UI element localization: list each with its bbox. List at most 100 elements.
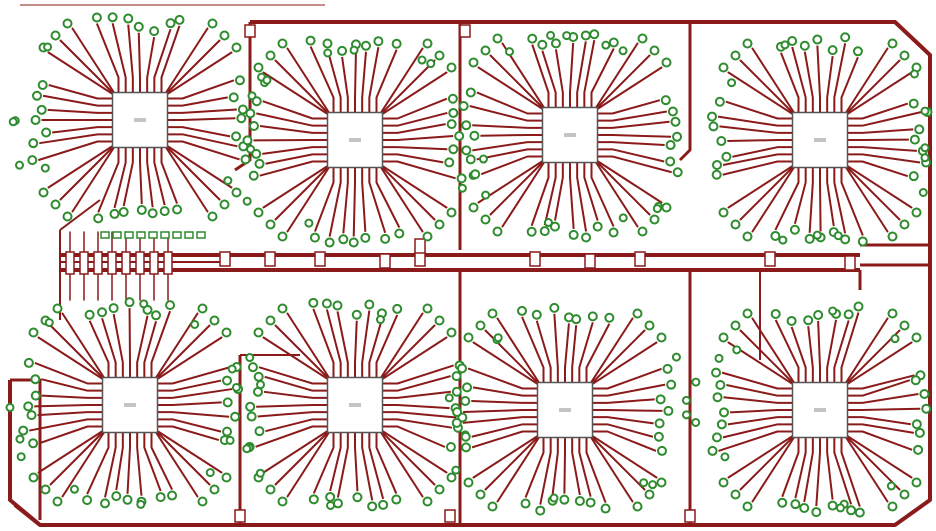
pad xyxy=(36,104,47,115)
trace xyxy=(101,317,117,378)
trace xyxy=(571,325,578,383)
ic-chip xyxy=(101,376,159,434)
trace xyxy=(803,51,814,113)
trace xyxy=(587,432,658,479)
trace xyxy=(375,167,401,228)
pad xyxy=(253,327,264,338)
pad xyxy=(209,315,220,326)
component-pad xyxy=(93,251,103,275)
trace xyxy=(47,51,118,98)
trace xyxy=(842,47,889,118)
pad xyxy=(426,59,436,69)
pad xyxy=(248,170,259,181)
pad xyxy=(360,232,371,243)
pad xyxy=(254,158,265,169)
ic-chip xyxy=(326,376,384,434)
pad xyxy=(600,503,611,514)
pad xyxy=(691,417,701,427)
trace xyxy=(312,308,335,378)
pad xyxy=(245,108,256,119)
trace xyxy=(751,317,798,388)
trace xyxy=(382,425,446,448)
trace xyxy=(361,51,367,113)
pad xyxy=(82,495,93,506)
trace xyxy=(592,54,651,113)
pad xyxy=(460,431,471,442)
pad xyxy=(133,21,144,32)
trace xyxy=(471,430,538,449)
pad xyxy=(62,211,73,222)
trace xyxy=(590,48,615,108)
trace xyxy=(368,167,387,234)
pad xyxy=(446,472,457,483)
trace xyxy=(722,153,793,166)
trace xyxy=(471,400,538,404)
trace xyxy=(167,96,228,107)
pad xyxy=(618,213,628,223)
pad xyxy=(378,499,389,510)
pad xyxy=(465,87,476,98)
trace xyxy=(847,102,909,120)
pad xyxy=(461,442,472,453)
trace xyxy=(718,430,793,452)
pad xyxy=(585,497,596,508)
trace xyxy=(472,141,543,152)
trace xyxy=(274,427,333,486)
pad xyxy=(52,303,63,314)
trace xyxy=(597,134,672,138)
component-pad xyxy=(584,253,596,269)
trace xyxy=(597,99,661,115)
trace xyxy=(751,47,798,118)
pad xyxy=(786,315,797,326)
trace xyxy=(382,146,448,151)
trace xyxy=(157,379,222,392)
pad xyxy=(549,302,560,313)
pad xyxy=(434,219,445,230)
trace xyxy=(382,404,450,410)
trace xyxy=(842,317,889,388)
pad xyxy=(662,363,673,374)
trace xyxy=(484,432,543,491)
component-pad xyxy=(163,251,173,275)
trace xyxy=(286,427,333,498)
trace xyxy=(382,375,451,392)
component-pad xyxy=(65,251,75,275)
pad xyxy=(918,188,928,198)
trace xyxy=(377,162,448,209)
pad xyxy=(246,411,257,422)
pad xyxy=(730,489,741,500)
trace xyxy=(842,162,913,209)
pad xyxy=(718,62,729,73)
pad xyxy=(446,207,457,218)
trace xyxy=(95,23,120,93)
trace xyxy=(587,432,646,491)
trace xyxy=(382,411,457,419)
pad xyxy=(364,299,375,310)
trace xyxy=(111,23,127,93)
pad xyxy=(648,480,658,490)
pad xyxy=(221,327,232,338)
trace xyxy=(382,111,448,127)
pad xyxy=(234,75,245,86)
pad xyxy=(205,468,215,478)
pad xyxy=(899,50,910,61)
pad xyxy=(787,35,798,46)
pad xyxy=(236,113,247,124)
pad xyxy=(663,405,674,416)
pad xyxy=(911,477,922,488)
pad xyxy=(742,231,753,242)
pad xyxy=(190,319,200,329)
trace xyxy=(136,315,149,378)
pad xyxy=(656,332,667,343)
trace xyxy=(39,133,113,145)
trace xyxy=(791,46,807,113)
trace xyxy=(469,105,543,122)
component-pad xyxy=(379,253,391,269)
trace xyxy=(576,162,588,232)
pad xyxy=(444,393,454,403)
pad xyxy=(681,410,691,420)
pad xyxy=(277,231,288,242)
pad xyxy=(167,490,178,501)
pad xyxy=(337,45,348,56)
trace xyxy=(472,432,543,479)
